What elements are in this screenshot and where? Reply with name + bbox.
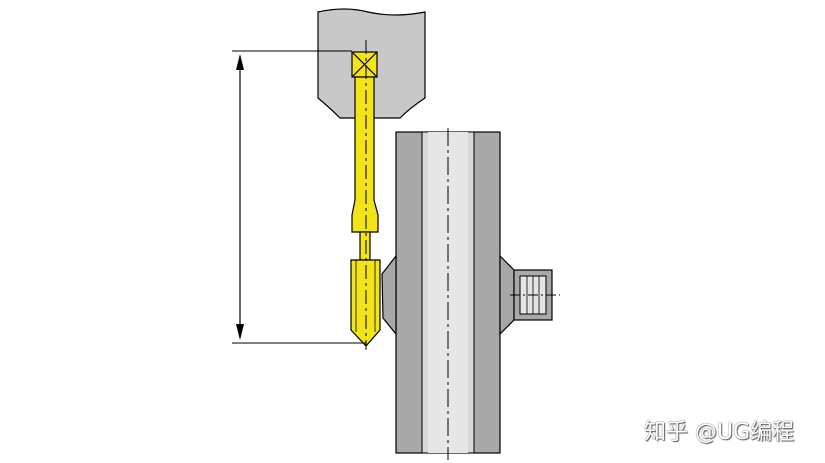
- length-dimension: [232, 50, 366, 344]
- workpiece-pipe: [381, 128, 515, 460]
- side-boss: [510, 269, 560, 321]
- watermark-text: 知乎 @UG编程: [644, 420, 795, 445]
- tap-tool: [350, 40, 381, 350]
